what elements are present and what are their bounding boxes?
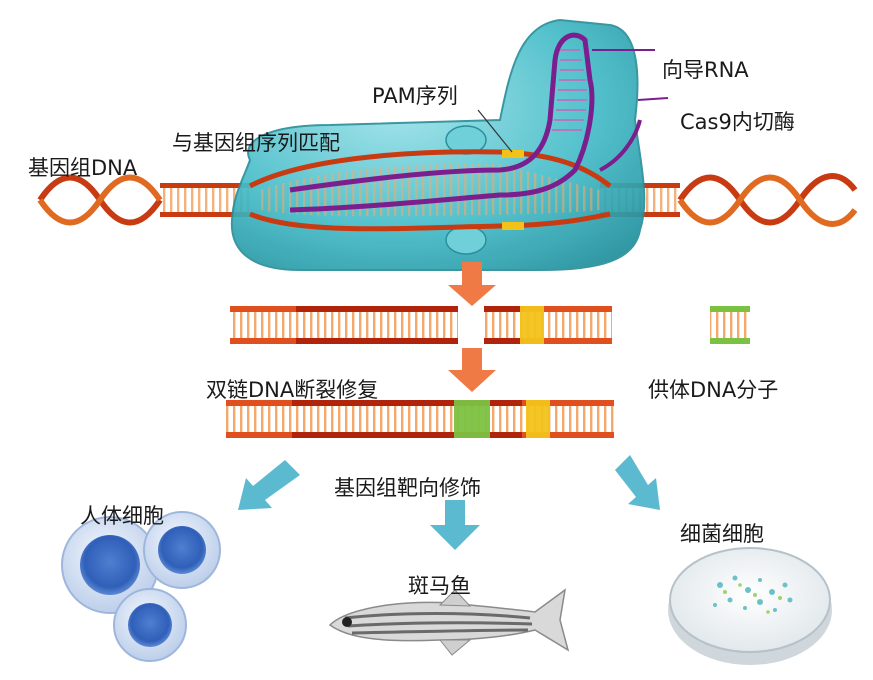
label-match-genome: 与基因组序列匹配 [172,131,340,155]
bacteria-dish-image [668,547,832,665]
label-genome-editing: 基因组靶向修饰 [334,476,481,500]
label-cas9: Cas9内切酶 [680,110,795,134]
label-donor-dna: 供体DNA分子 [648,378,779,402]
label-zebrafish: 斑马鱼 [408,574,471,598]
repaired-dna-row [226,400,614,438]
label-bacteria: 细菌细胞 [680,522,764,546]
cut-dna-row [230,306,750,344]
human-cells-image [61,511,221,662]
pam-top-highlight [502,150,524,158]
label-dsb-repair: 双链DNA断裂修复 [206,378,379,402]
arrow-to-zebrafish [430,500,480,550]
label-guide-rna: 向导RNA [662,58,749,82]
arrow-down-2 [448,348,496,392]
arrow-to-human-cells [238,460,300,510]
label-human-cells: 人体细胞 [80,504,164,528]
pam-pointer-line [477,109,513,153]
arrow-down-1 [448,262,496,306]
zebrafish-image [328,588,570,656]
guide-rna [289,32,669,213]
label-genomic-dna: 基因组DNA [28,156,138,180]
dna-inside-cas9 [248,149,612,232]
donor-dna-fragment [710,306,750,312]
label-pam: PAM序列 [372,84,458,108]
arrow-to-bacteria [615,455,660,510]
pam-bottom-highlight [502,222,524,230]
